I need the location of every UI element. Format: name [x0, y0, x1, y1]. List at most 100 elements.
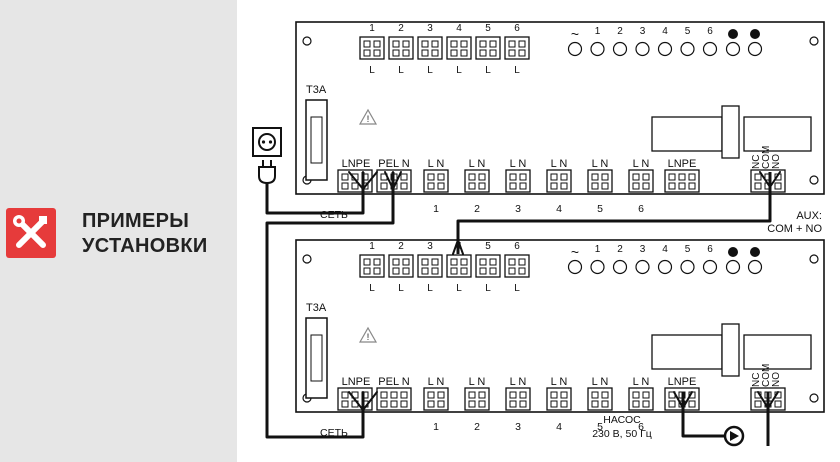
terminal-screw-icon — [591, 400, 599, 408]
pump-output-label: LNPE — [668, 158, 697, 170]
power-terminal-label: LNPE — [342, 158, 371, 170]
zone-letter: L — [485, 65, 491, 76]
led-indicator-icon — [590, 259, 605, 275]
output-label: L N — [510, 158, 527, 170]
zone-letter: L — [456, 65, 462, 76]
terminal-screw-icon — [431, 40, 439, 48]
output-number: 5 — [597, 421, 603, 433]
terminal-screw-icon — [479, 267, 487, 275]
output-terminal — [628, 387, 654, 411]
mounting-hole-icon — [302, 254, 312, 264]
led-indicator-icon — [657, 259, 673, 275]
fuse-holder — [305, 99, 328, 181]
terminal-screw-icon — [754, 182, 762, 190]
terminal-screw-icon — [468, 182, 476, 190]
led-indicator-icon — [702, 41, 718, 57]
output-label: L N — [551, 158, 568, 170]
zone-connector — [504, 254, 530, 278]
output-terminal — [423, 387, 449, 411]
terminal-screw-icon — [508, 49, 516, 57]
zone-letter: L — [398, 283, 404, 294]
terminal-screw-icon — [421, 258, 429, 266]
terminal-screw-icon — [427, 182, 435, 190]
terminal-screw-icon — [341, 173, 349, 181]
terminal-screw-icon — [363, 267, 371, 275]
terminal-screw-icon — [518, 267, 526, 275]
led-label: 5 — [685, 244, 691, 255]
zone-connector — [475, 254, 501, 278]
mounting-hole-icon — [809, 36, 819, 46]
pump-label: НАСОС — [603, 414, 641, 426]
terminal-screw-icon — [550, 391, 558, 399]
led-label: 5 — [685, 26, 691, 37]
terminal-screw-icon — [450, 40, 458, 48]
status-play-icon — [728, 247, 738, 257]
terminal-screw-icon — [373, 267, 381, 275]
terminal-screw-icon — [437, 173, 445, 181]
terminal-screw-icon — [341, 391, 349, 399]
zone-letter: L — [427, 283, 433, 294]
pump-spec-label: 230 В, 50 Гц — [592, 428, 652, 440]
terminal-screw-icon — [380, 391, 388, 399]
terminal-screw-icon — [431, 49, 439, 57]
terminal-screw-icon — [373, 49, 381, 57]
led-indicator-icon — [590, 41, 605, 57]
terminal-screw-icon — [437, 182, 445, 190]
terminal-screw-icon — [460, 267, 468, 275]
mounting-hole-icon — [809, 175, 819, 185]
zone-number: 3 — [427, 23, 433, 34]
mounting-hole-icon — [809, 393, 819, 403]
warning-icon — [358, 108, 378, 125]
led-indicator-icon — [635, 259, 650, 275]
zone-letter: L — [514, 283, 520, 294]
terminal-screw-icon — [402, 267, 410, 275]
terminal-screw-icon — [479, 49, 487, 57]
led-indicator-icon — [725, 259, 741, 275]
terminal-screw-icon — [392, 49, 400, 57]
led-label: 3 — [640, 26, 646, 37]
terminal-screw-icon — [642, 173, 650, 181]
section-title: ПРИМЕРЫ УСТАНОВКИ — [82, 209, 208, 259]
output-terminal — [464, 169, 490, 193]
aux-terminal-label: NO — [771, 154, 782, 169]
terminal-screw-icon — [754, 400, 762, 408]
output-label: L N — [428, 376, 445, 388]
terminal-screw-icon — [550, 173, 558, 181]
led-indicator-icon — [680, 259, 695, 275]
terminal-screw-icon — [392, 258, 400, 266]
terminal-screw-icon — [478, 182, 486, 190]
led-label: ~ — [571, 244, 579, 260]
output-label: L N — [551, 376, 568, 388]
warning-icon — [358, 326, 378, 343]
terminal-screw-icon — [421, 267, 429, 275]
zone-letter: L — [514, 65, 520, 76]
aux-terminal-label: NO — [771, 372, 782, 387]
mains-label: СЕТЬ — [320, 209, 348, 221]
led-indicator-icon — [635, 41, 650, 57]
aux-terminal-label: COM — [761, 364, 772, 387]
led-indicator-icon — [725, 41, 741, 57]
fuse-label: T3A — [306, 302, 327, 314]
zone-number: 1 — [369, 23, 375, 34]
terminal-screw-icon — [518, 258, 526, 266]
led-indicator-icon — [657, 41, 673, 57]
output-label: L N — [469, 376, 486, 388]
output-terminal — [628, 169, 654, 193]
terminal-screw-icon — [632, 400, 640, 408]
terminal-screw-icon — [390, 391, 398, 399]
pump-terminal-label: PEL N — [378, 376, 409, 388]
led-label: 2 — [617, 26, 623, 37]
relay-block — [721, 105, 740, 159]
aux-label: AUX: — [796, 210, 822, 222]
terminal-screw-icon — [392, 40, 400, 48]
terminal-screw-icon — [437, 391, 445, 399]
terminal-screw-icon — [509, 391, 517, 399]
pump-terminal-label: PEL N — [378, 158, 409, 170]
terminal-screw-icon — [560, 391, 568, 399]
terminal-screw-icon — [489, 40, 497, 48]
output-number: 3 — [515, 203, 521, 215]
led-indicator-icon — [680, 41, 695, 57]
status-pump-icon — [750, 247, 760, 257]
terminal-screw-icon — [468, 173, 476, 181]
